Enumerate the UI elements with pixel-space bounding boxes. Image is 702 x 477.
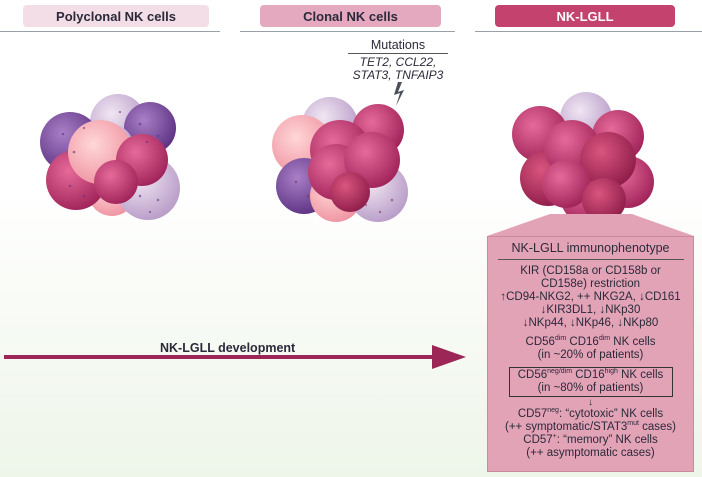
mutations-genes-line-2: STAT3, TNFAIP3 bbox=[352, 68, 444, 82]
cd56neg-box: CD56neg/dim CD16high NK cells (in ~80% o… bbox=[508, 367, 673, 397]
mutations-genes-line-1: TET2, CCL22, bbox=[359, 55, 437, 69]
cd56dim-block: CD56dim CD16dim NK cells (in ~20% of pat… bbox=[525, 335, 656, 361]
down-arrow: ↓ bbox=[588, 397, 593, 408]
development-label: NK-LGLL development bbox=[160, 341, 296, 355]
cd57pos-block: CD57+: “memory” NK cells (++ asymptomati… bbox=[523, 433, 658, 459]
cd57neg-block: CD57neg: “cytotoxic” NK cells (++ sympto… bbox=[504, 407, 677, 433]
marker-row-2: ↓KIR3DL1, ↓NKp30 bbox=[540, 304, 641, 316]
kir-line-1: KIR (CD158a or CD158b or bbox=[520, 265, 661, 277]
mutations-divider bbox=[348, 53, 448, 54]
marker-row-3: ↓NKp44, ↓NKp46, ↓NKp80 bbox=[522, 317, 659, 329]
header-polyclonal: Polyclonal NK cells bbox=[23, 5, 209, 27]
development-arrow bbox=[4, 345, 466, 369]
polyclonal-cell-cluster bbox=[40, 94, 180, 220]
header-nk-lgll: NK-LGLL bbox=[495, 5, 675, 27]
header-divider-1 bbox=[0, 31, 220, 32]
header-divider-3 bbox=[475, 31, 702, 32]
mutations-genes: TET2, CCL22, STAT3, TNFAIP3 bbox=[340, 56, 456, 82]
panel-title: NK-LGLL immunophenotype bbox=[511, 241, 670, 255]
kir-restriction: KIR (CD158a or CD158b or CD158e) restric… bbox=[488, 265, 693, 330]
clonal-cell-cluster bbox=[272, 82, 408, 222]
marker-row-1: ↑CD94-NKG2, ++ NKG2A, ↓CD161 bbox=[500, 291, 681, 303]
panel-callout bbox=[487, 214, 694, 236]
panel-divider bbox=[497, 259, 684, 260]
kir-line-2: CD158e) restriction bbox=[540, 278, 641, 290]
header-divider-2 bbox=[240, 31, 455, 32]
header-clonal: Clonal NK cells bbox=[260, 5, 441, 27]
mutations-title: Mutations bbox=[370, 38, 426, 52]
immunophenotype-panel: NK-LGLL immunophenotype KIR (CD158a or C… bbox=[487, 236, 694, 472]
nk-lgll-cell-cluster bbox=[512, 92, 654, 224]
